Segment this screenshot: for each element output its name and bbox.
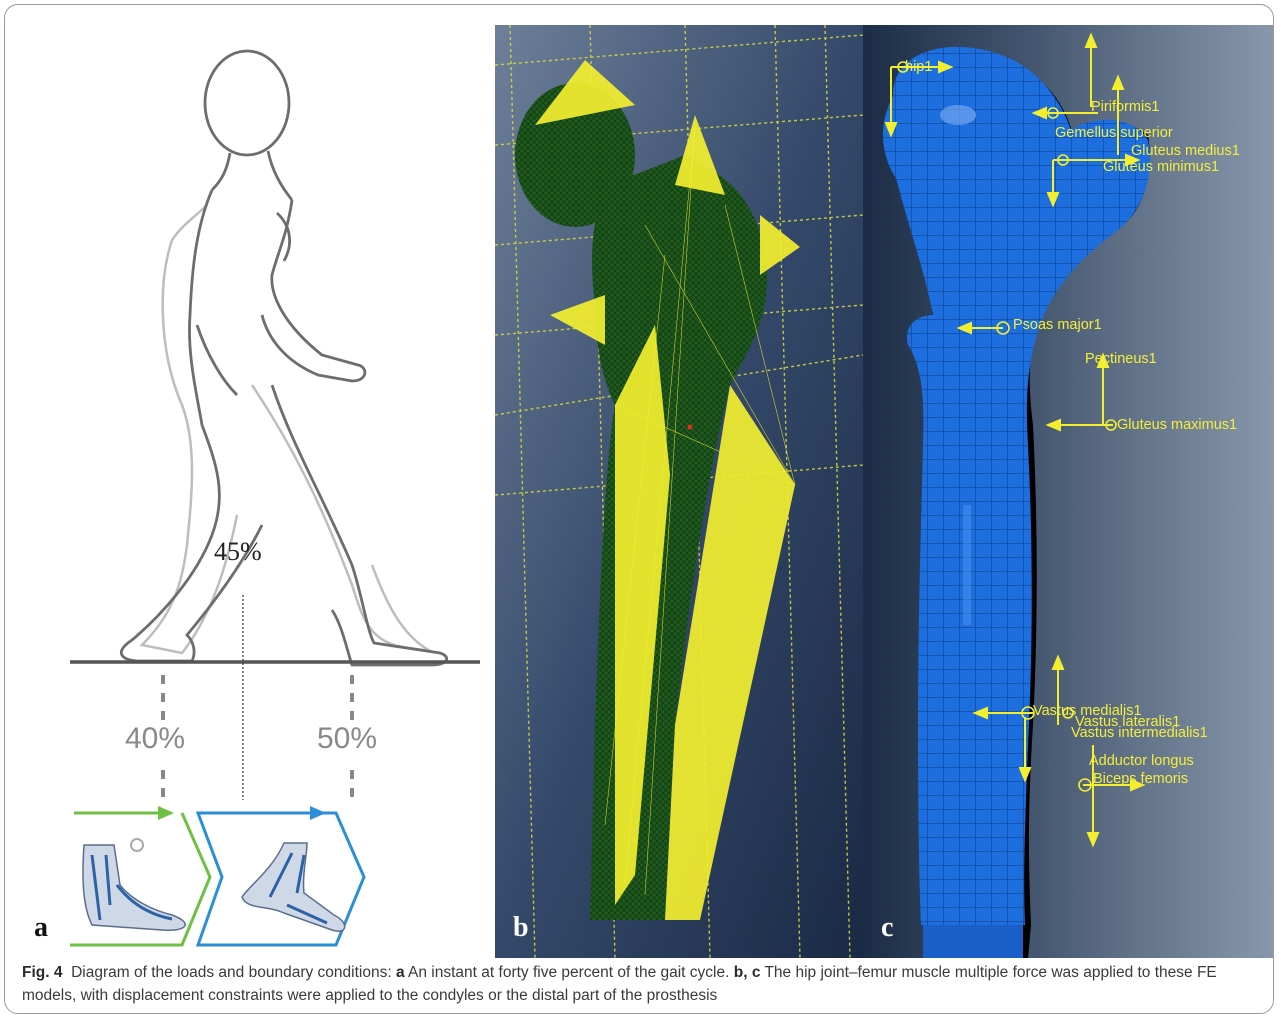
label-gemellus-superior: Gemellus superior [1055,125,1173,141]
foot-heel-raise-illustration [242,843,345,931]
gait-percent-50: 50% [317,722,377,756]
label-pectineus1: Pectineus1 [1085,351,1157,367]
caption-text-a: An instant at forty five percent of the … [408,964,729,981]
label-gluteus-medius1: Gluteus medius1 [1131,143,1240,159]
gait-percent-45: 45% [214,537,262,567]
panel-c-muscle-forces: hip1 Piriformis1 Gemellus superior Glute… [863,25,1274,958]
gait-percent-40: 40% [125,722,185,756]
panel-b-letter: b [513,912,529,944]
label-piriformis1: Piriformis1 [1091,99,1159,115]
label-adductor-longus: Adductor longus [1089,753,1194,769]
ghost-walker-outline [142,205,430,653]
label-psoas-major1: Psoas major1 [1013,317,1102,333]
label-gluteus-maximus1: Gluteus maximus1 [1117,417,1237,433]
label-biceps-femoris: Biceps femoris [1093,771,1188,787]
caption-letters-bc: b, c [734,964,761,981]
caption-fig-label: Fig. 4 [22,964,62,981]
figure-caption: Fig. 4 Diagram of the loads and boundary… [22,961,1267,1007]
muscle-force-render: hip1 Piriformis1 Gemellus superior Glute… [863,25,1274,958]
panel-a-letter: a [34,912,48,944]
panel-a-gait-diagram: 45% 40% 50% a [22,25,494,958]
label-vastus-intermedialis1: Vastus intermedialis1 [1071,725,1208,741]
caption-title: Diagram of the loads and boundary condit… [71,964,392,981]
fe-mesh-render [495,25,863,958]
label-hip1: hip1 [905,59,932,75]
walker-outline [121,51,446,665]
caption-letter-a: a [396,964,405,981]
figure-frame: 45% 40% 50% a [4,4,1274,1014]
gait-illustration [22,25,494,958]
panel-c-letter: c [881,912,893,944]
panel-b-fe-mesh: b [495,25,863,958]
foot-flat-illustration [83,839,185,930]
label-gluteus-minimus1: Gluteus minimus1 [1103,159,1219,175]
